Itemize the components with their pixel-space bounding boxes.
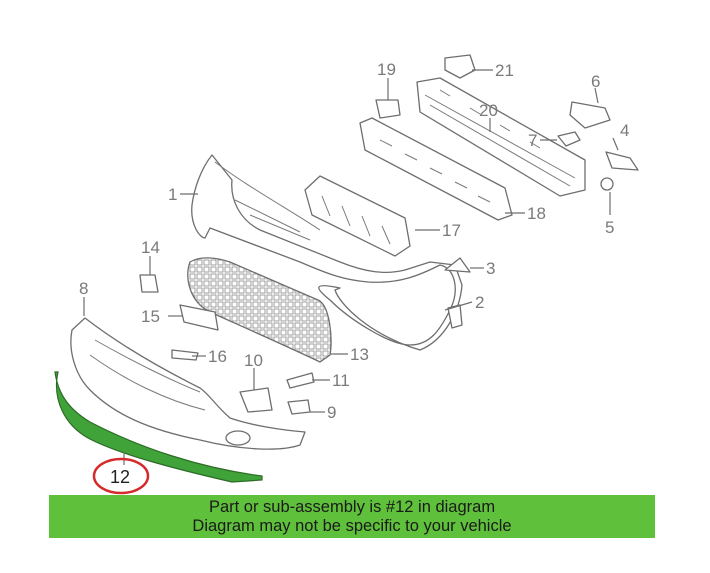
callout-4: 4 bbox=[620, 121, 629, 140]
banner-line-1: Part or sub-assembly is #12 in diagram bbox=[208, 498, 496, 516]
bumper-bracket-part bbox=[304, 175, 411, 257]
part-10-shape bbox=[239, 387, 273, 413]
part-9-shape bbox=[287, 399, 311, 415]
lower-bumper-cover-part bbox=[70, 317, 306, 450]
part-21-shape bbox=[444, 54, 476, 79]
part-5-shape bbox=[600, 177, 614, 191]
callout-8: 8 bbox=[79, 279, 88, 298]
callout-6: 6 bbox=[591, 72, 600, 91]
callout-7: 7 bbox=[528, 131, 537, 150]
callout-13: 13 bbox=[350, 345, 369, 364]
callout-18: 18 bbox=[527, 204, 546, 223]
part-11-shape bbox=[286, 372, 315, 389]
highlight-ring bbox=[92, 457, 150, 495]
callout-10: 10 bbox=[244, 351, 263, 370]
callout-9: 9 bbox=[327, 403, 336, 422]
part-14-shape bbox=[139, 274, 159, 293]
callout-19: 19 bbox=[377, 60, 396, 79]
info-banner: Part or sub-assembly is #12 in diagram D… bbox=[49, 495, 655, 538]
callout-12: 12 bbox=[110, 467, 130, 487]
callout-2: 2 bbox=[475, 293, 484, 312]
callout-16: 16 bbox=[208, 347, 227, 366]
bumper-cover-part bbox=[191, 154, 463, 351]
banner-line-2: Diagram may not be specific to your vehi… bbox=[192, 517, 512, 535]
callout-20: 20 bbox=[479, 101, 498, 120]
grille-part bbox=[187, 257, 332, 363]
callout-1: 1 bbox=[168, 185, 177, 204]
part-4-shape bbox=[605, 151, 639, 171]
callout-14: 14 bbox=[141, 238, 160, 257]
callout-21: 21 bbox=[495, 61, 514, 80]
callout-11: 11 bbox=[332, 371, 350, 390]
callout-5: 5 bbox=[605, 218, 614, 237]
reinforcement-beam-part bbox=[416, 77, 586, 197]
callout-17: 17 bbox=[442, 221, 461, 240]
part-19-shape bbox=[375, 99, 401, 119]
part-6-shape bbox=[569, 101, 611, 129]
callout-3: 3 bbox=[486, 259, 495, 278]
strip-part-12 bbox=[54, 371, 263, 483]
part-16-shape bbox=[171, 349, 199, 361]
callout-15: 15 bbox=[141, 307, 160, 326]
leader-lines bbox=[83, 69, 619, 465]
part-2-shape bbox=[447, 304, 463, 329]
part-15-shape bbox=[179, 304, 219, 331]
energy-absorber-part bbox=[359, 117, 513, 221]
part-3-shape bbox=[444, 257, 471, 273]
small-parts bbox=[139, 54, 639, 415]
part-7-shape bbox=[557, 131, 581, 147]
